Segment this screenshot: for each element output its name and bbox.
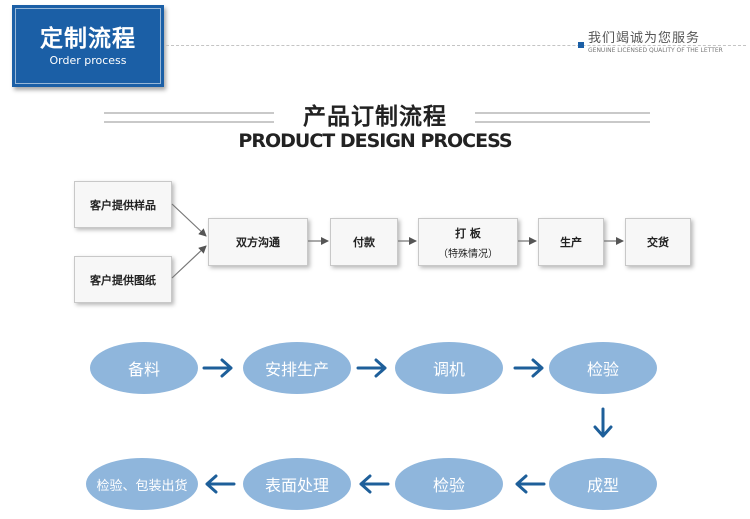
arrow-right-icon (202, 358, 233, 378)
step-box-sample-making: 打 板 （特殊情况） (418, 218, 518, 266)
process-step-prepare-materials: 备料 (90, 342, 198, 394)
badge-subtitle: Order process (49, 54, 127, 67)
arrow-drawing-to-communicate (171, 245, 207, 279)
process-step-surface-treatment: 表面处理 (243, 458, 351, 510)
tagline-marker (578, 42, 584, 48)
arrow-right-icon (356, 358, 387, 378)
input-label-drawing: 客户提供图纸 (90, 273, 156, 287)
step-box-production: 生产 (538, 218, 604, 266)
process-step-molding: 成型 (549, 458, 657, 510)
process-label: 备料 (127, 360, 160, 379)
step-box-delivery: 交货 (625, 218, 691, 266)
process-step-inspection-2: 检验 (395, 458, 503, 510)
badge-border (15, 8, 161, 84)
step-note-special: （特殊情况） (438, 248, 498, 260)
step-label-payment: 付款 (353, 236, 375, 249)
arrow-left-icon (515, 474, 546, 494)
step-label-sample-making: 打 板 (455, 226, 481, 240)
badge-title: 定制流程 (40, 26, 136, 52)
title-rule-right (475, 112, 650, 123)
arrow-sample-to-communicate (171, 203, 207, 237)
process-label: 成型 (586, 476, 619, 495)
header-badge: 定制流程 Order process (12, 5, 164, 87)
input-box-drawing: 客户提供图纸 (74, 256, 172, 303)
input-label-sample: 客户提供样品 (90, 198, 156, 212)
title-rule-left (104, 112, 274, 123)
process-label: 安排生产 (264, 360, 329, 379)
process-step-inspection-1: 检验 (549, 342, 657, 394)
tagline-chinese: 我们竭诚为您服务 (588, 31, 701, 46)
step-label-delivery: 交货 (647, 236, 669, 249)
process-label: 调机 (432, 360, 465, 379)
process-label: 表面处理 (264, 476, 329, 495)
step-label-production: 生产 (560, 236, 582, 249)
section-title: 产品订制流程 (303, 104, 447, 130)
step-label-communicate: 双方沟通 (236, 236, 280, 249)
process-step-machine-setup: 调机 (395, 342, 503, 394)
arrow-right-icon (513, 358, 544, 378)
input-box-sample: 客户提供样品 (74, 181, 172, 228)
process-label: 检验 (586, 360, 619, 379)
process-step-inspect-pack-ship: 检验、包装出货 (86, 458, 198, 510)
process-label: 检验 (432, 476, 465, 495)
arrow-left-icon (359, 474, 390, 494)
process-label: 检验、包装出货 (96, 478, 188, 494)
arrow-down-icon (593, 407, 613, 438)
step-box-communicate: 双方沟通 (208, 218, 308, 266)
header-dashed-divider (166, 45, 746, 46)
arrow-left-icon (205, 474, 236, 494)
tagline-english: GENUINE LICENSED QUALITY OF THE LETTER (588, 47, 723, 54)
section-subtitle: PRODUCT DESIGN PROCESS (238, 130, 512, 152)
process-step-schedule-production: 安排生产 (243, 342, 351, 394)
step-box-payment: 付款 (330, 218, 398, 266)
